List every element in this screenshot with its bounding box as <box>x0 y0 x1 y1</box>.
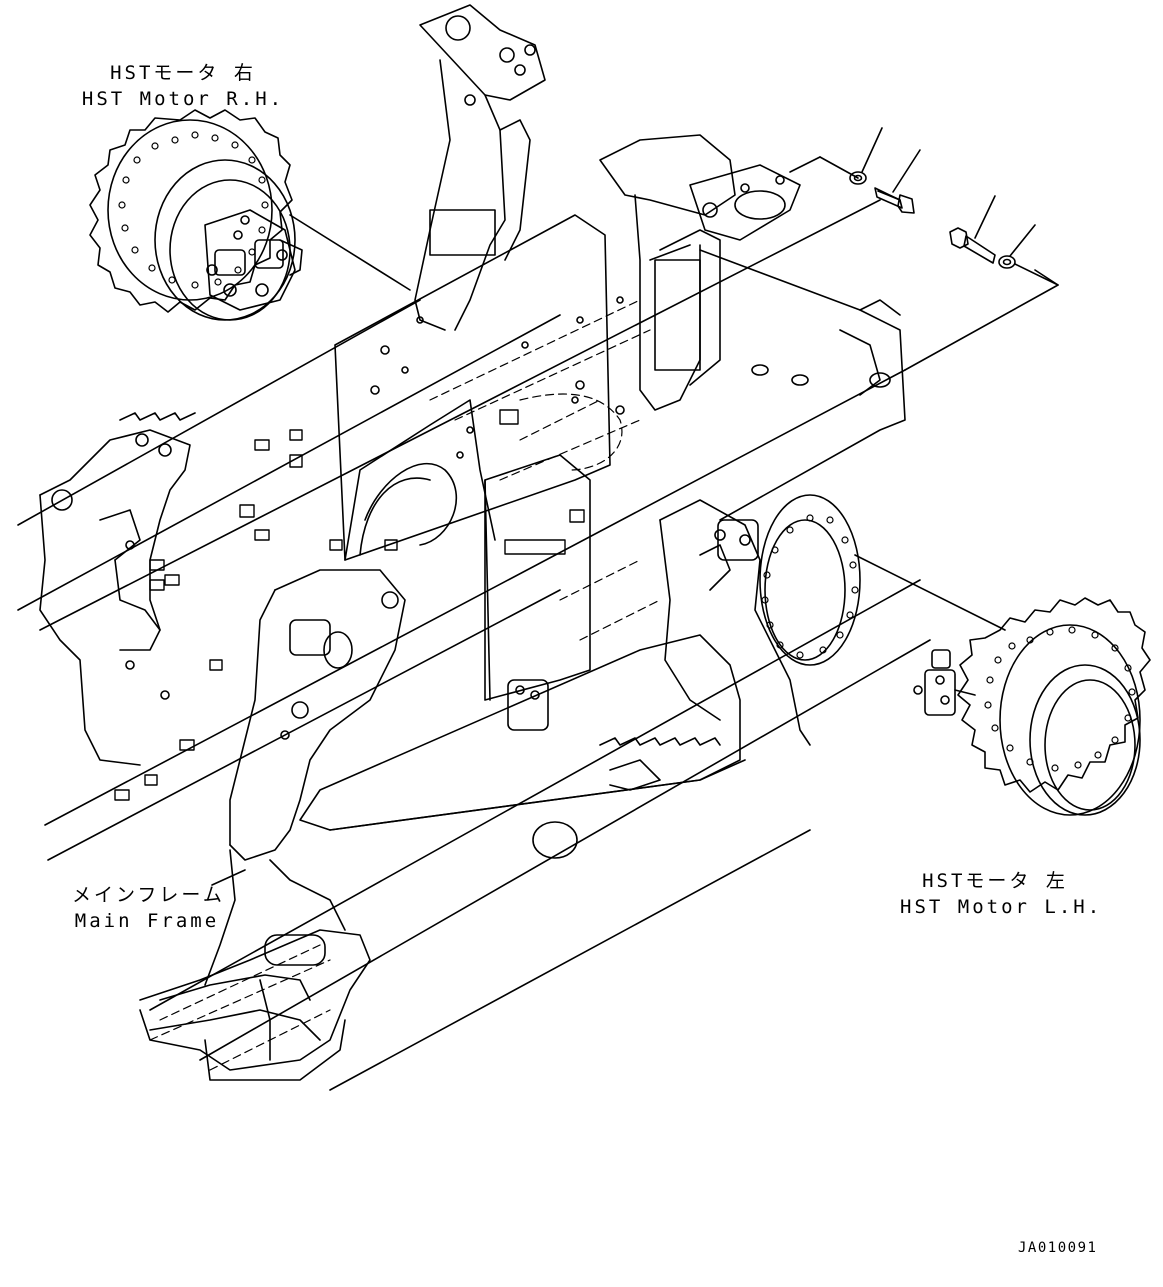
hst-motor-rh-jp: HSTモータ 右 <box>110 62 256 84</box>
frame-leader <box>212 870 245 885</box>
main-frame-jp: メインフレーム <box>72 884 225 906</box>
hst-motor-rh-label: HSTモータ 右 HST Motor R.H. <box>78 60 288 112</box>
hst-motor-rh-drawing <box>90 110 410 320</box>
hst-motor-lh-label: HSTモータ 左 HST Motor L.H. <box>900 868 1103 920</box>
main-frame <box>18 5 930 1090</box>
main-frame-en: Main Frame <box>74 910 220 932</box>
main-frame-label: メインフレーム Main Frame <box>72 882 222 934</box>
drawing-id: JA010091 <box>1018 1240 1098 1256</box>
bolts-washers <box>790 128 1058 370</box>
hst-motor-lh-drawing <box>855 555 1150 815</box>
hst-motor-lh-jp: HSTモータ 左 <box>922 870 1068 892</box>
hst-motor-rh-en: HST Motor R.H. <box>81 88 285 110</box>
hst-motor-lh-en: HST Motor L.H. <box>900 896 1103 918</box>
